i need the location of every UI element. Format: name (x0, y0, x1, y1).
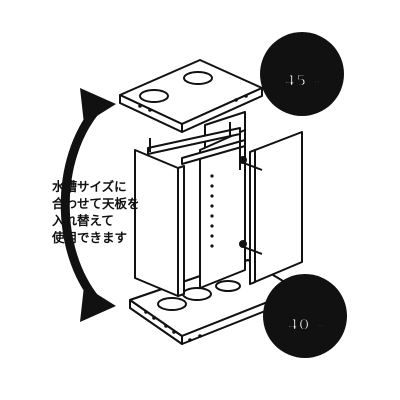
svg-text:幅45cm用: 幅45cm用 (268, 71, 335, 90)
note-line-4: 使用できます (52, 230, 128, 245)
note-line-2: 合わせて天板を (52, 196, 140, 211)
bottom-board (129, 259, 299, 345)
swap-arrow-icon (60, 88, 116, 322)
door-panel (239, 131, 303, 285)
note-line-3: 入れ替えて (52, 213, 114, 228)
badge-large-unit: cm用 (307, 76, 336, 89)
badge-small-width: 幅40 (271, 315, 309, 334)
badge-small-line1: 天板小 (282, 288, 327, 306)
badge-small-top: 天板小 幅40cm用 (263, 274, 347, 358)
top-board (119, 59, 263, 133)
badge-large-top: 天板大 幅45cm用 (260, 32, 344, 116)
badge-small-unit: cm用 (310, 320, 339, 333)
frame-rails (147, 122, 246, 170)
left-side-panel (134, 149, 185, 297)
swap-instruction-note: 水槽サイズに 合わせて天板を 入れ替えて 使用できます (52, 178, 168, 246)
note-line-1: 水槽サイズに (52, 179, 127, 194)
badge-large-width: 幅45 (268, 71, 306, 90)
svg-text:幅40cm用: 幅40cm用 (271, 315, 338, 334)
badge-large-line1: 天板大 (279, 46, 324, 64)
